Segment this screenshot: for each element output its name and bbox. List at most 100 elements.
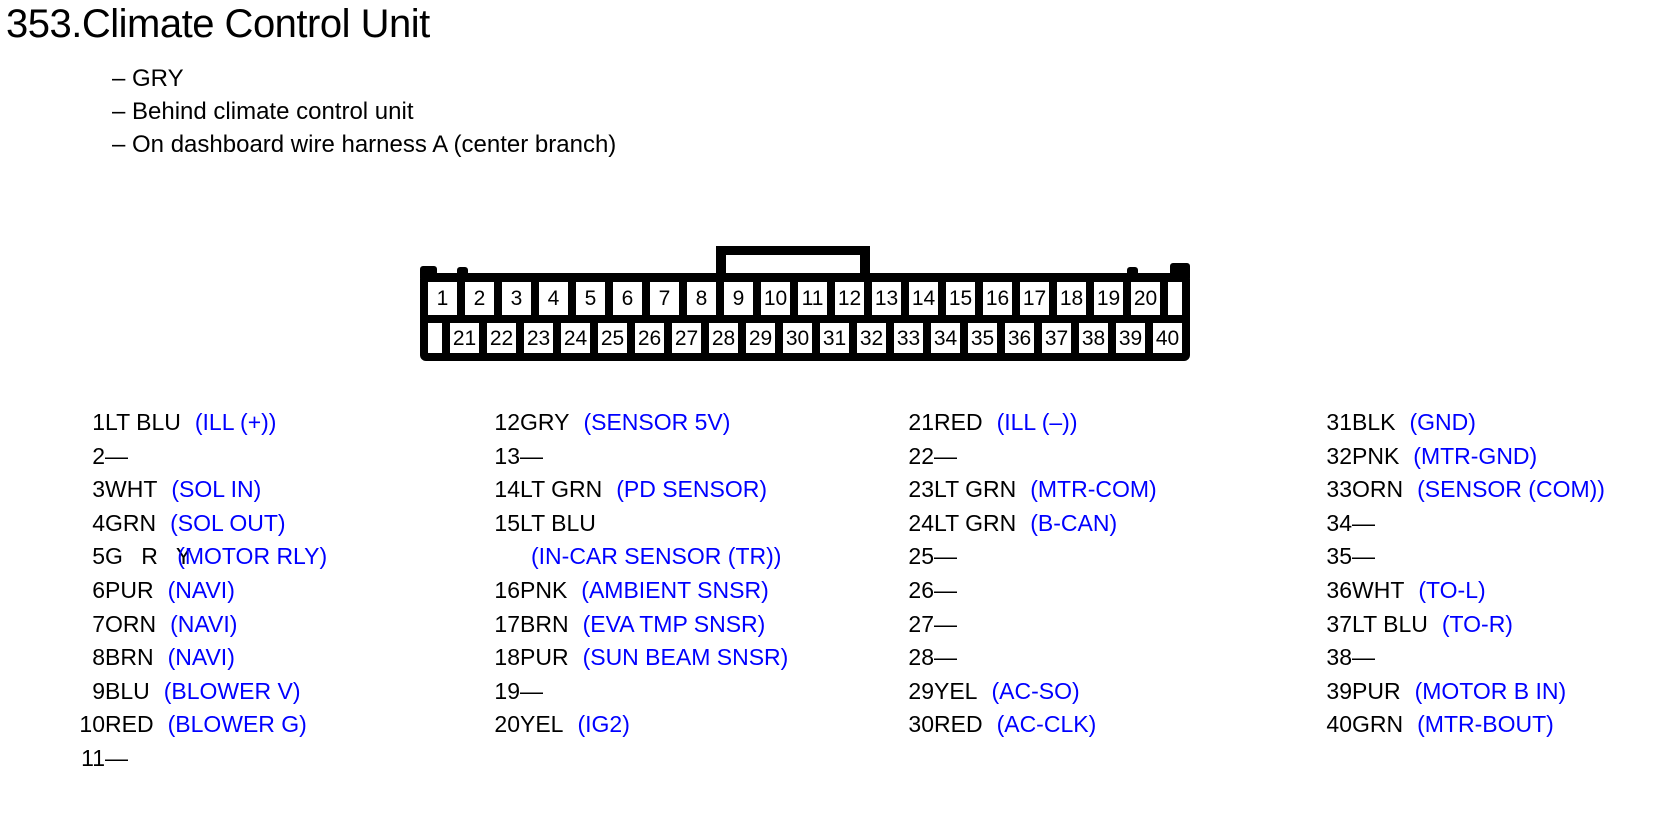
pin-wire-color: — <box>934 610 957 637</box>
pin-number: 14 <box>494 476 520 503</box>
pin-wire-color: PUR <box>1352 677 1401 704</box>
pin-function: (GND) <box>1409 409 1476 435</box>
pin-wire-color: GRN <box>1352 711 1404 738</box>
pin-wire-color: — <box>520 677 543 704</box>
pin-function: (TO-R) <box>1441 610 1513 637</box>
connector-blank-slot <box>1168 282 1182 315</box>
connector-pin-13: 13 <box>872 282 901 315</box>
pin-wire-color: BRN <box>105 644 154 671</box>
pin-row-29: 29YEL(AC-SO) <box>907 675 1157 709</box>
pin-number: 9 <box>92 677 105 704</box>
connector-pin-17: 17 <box>1020 282 1049 315</box>
pin-number: 35 <box>1326 543 1352 570</box>
connector-pin-38: 38 <box>1079 323 1108 353</box>
pin-function: (NAVI) <box>170 610 238 637</box>
pin-row-33: 33ORN(SENSOR (COM)) <box>1325 473 1605 507</box>
connector-pin-21: 21 <box>450 323 479 353</box>
connector-notes: – GRY– Behind climate control unit– On d… <box>112 62 616 161</box>
pin-wire-color: — <box>934 644 957 671</box>
pin-number: 13 <box>494 442 520 469</box>
connector-pin-35: 35 <box>968 323 997 353</box>
pin-row-1: 1LT BLU(ILL (+)) <box>78 406 327 440</box>
pin-number: 6 <box>92 576 105 603</box>
pin-row-28: 28— <box>907 641 1157 675</box>
pin-function: (SENSOR (COM)) <box>1417 476 1605 503</box>
pin-wire-color: — <box>1352 543 1375 570</box>
pin-function: (TO-L) <box>1418 576 1486 603</box>
pin-function: (EVA TMP SNSR) <box>582 610 766 637</box>
pin-wire-color: PNK <box>1352 442 1400 469</box>
pin-function: (MOTOR B IN) <box>1414 677 1567 704</box>
pin-number: 39 <box>1326 677 1352 704</box>
pin-number: 21 <box>908 409 934 435</box>
pin-row-18: 18PUR(SUN BEAM SNSR) <box>493 641 788 675</box>
connector-pin-3: 3 <box>502 282 531 315</box>
pin-function: (NAVI) <box>167 644 235 671</box>
pin-wire-color: — <box>105 744 128 771</box>
pin-function: (NAVI) <box>167 576 235 603</box>
connector-pin-5: 5 <box>576 282 605 315</box>
pin-wire-color: — <box>934 442 957 469</box>
connector-pin-2: 2 <box>465 282 494 315</box>
pin-number: 20 <box>494 711 520 738</box>
connector-pin-1: 1 <box>428 282 457 315</box>
pin-wire-color: — <box>105 442 128 469</box>
connector-tab-left <box>457 267 468 278</box>
pin-wire-color: LT BLU <box>1352 610 1428 637</box>
connector-tab-right <box>1127 267 1138 278</box>
pin-column-2: 12GRY(SENSOR 5V)13—14LT GRN(PD SENSOR)15… <box>493 406 788 742</box>
connector-pin-25: 25 <box>598 323 627 353</box>
connector-pin-31: 31 <box>820 323 849 353</box>
connector-pin-6: 6 <box>613 282 642 315</box>
pin-row-11: 11— <box>78 742 327 776</box>
note-line: – On dashboard wire harness A (center br… <box>112 131 617 158</box>
pin-function: (BLOWER V) <box>163 677 301 704</box>
pin-row-39: 39PUR (MOTOR B IN) <box>1325 675 1605 709</box>
pin-function: (MOTOR RLY) <box>177 543 328 570</box>
pin-row-38: 38— <box>1325 641 1605 675</box>
pin-wire-color: YEL <box>934 677 978 704</box>
pin-number: 37 <box>1326 610 1352 637</box>
pin-wire-color: LT GRN <box>934 509 1017 536</box>
pin-function: (MTR-BOUT) <box>1417 711 1554 738</box>
connector-pin-30: 30 <box>783 323 812 353</box>
pin-row-37: 37LT BLU (TO-R) <box>1325 608 1605 642</box>
pin-number: 11 <box>81 744 105 771</box>
pin-row-23: 23LT GRN(MTR-COM) <box>907 473 1157 507</box>
connector-pin-22: 22 <box>487 323 516 353</box>
connector-pin-28: 28 <box>709 323 738 353</box>
connector-pin-10: 10 <box>761 282 790 315</box>
pin-row-12: 12GRY(SENSOR 5V) <box>493 406 788 440</box>
pin-row-36: 36WHT(TO-L) <box>1325 574 1605 608</box>
pin-wire-color: GRN <box>105 509 157 536</box>
pin-number: 32 <box>1326 442 1352 469</box>
pin-wire-color: WHT <box>105 476 158 503</box>
pin-row-9: 9BLU(BLOWER V) <box>78 675 327 709</box>
connector-pin-27: 27 <box>672 323 701 353</box>
pin-row-24: 24LT GRN(B-CAN) <box>907 507 1157 541</box>
connector-pin-16: 16 <box>983 282 1012 315</box>
pin-wire-color: — <box>1352 644 1375 671</box>
connector-pin-24: 24 <box>561 323 590 353</box>
connector-pin-14: 14 <box>909 282 938 315</box>
pin-function: (MTR-COM) <box>1030 476 1157 503</box>
pin-number: 22 <box>908 442 934 469</box>
pin-row-15: 15LT BLU(IN-CAR SENSOR (TR)) <box>493 507 788 574</box>
pin-row-25: 25— <box>907 540 1157 574</box>
pin-number: 10 <box>79 711 105 738</box>
pin-number: 18 <box>494 644 520 671</box>
pin-wire-color: — <box>934 576 957 603</box>
pin-row-17: 17BRN(EVA TMP SNSR) <box>493 608 788 642</box>
connector-blank-slot <box>428 323 442 353</box>
pin-wire-color: ORN <box>1352 476 1404 503</box>
pin-function: (AMBIENT SNSR) <box>581 576 769 603</box>
pin-number: 26 <box>908 576 934 603</box>
pin-function: (ILL (–)) <box>996 409 1078 435</box>
pin-number: 7 <box>92 610 105 637</box>
pin-wire-color: LT GRN <box>934 476 1017 503</box>
pin-function: (IN-CAR SENSOR (TR)) <box>531 543 782 570</box>
connector-pin-37: 37 <box>1042 323 1071 353</box>
pin-function: (IG2) <box>577 711 630 738</box>
